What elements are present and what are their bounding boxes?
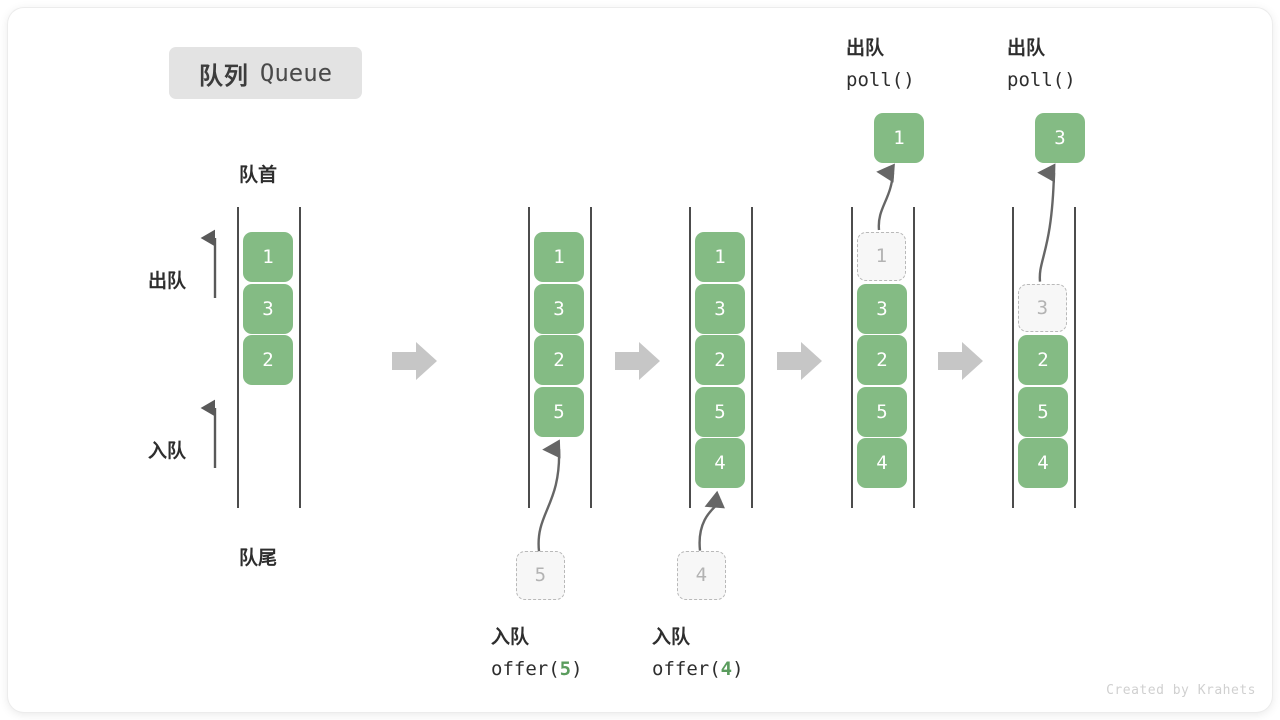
enqueue-direction-label: 入队 — [148, 441, 187, 462]
dequeue-direction-label: 出队 — [148, 271, 187, 292]
dequeue-direction-arrow — [200, 229, 217, 298]
step-transition-arrow — [777, 342, 822, 380]
diagram-title-badge: 队列 Queue — [169, 47, 362, 99]
enqueue-direction-arrow — [200, 399, 217, 468]
queue-tail-label: 队尾 — [239, 548, 278, 569]
step-transition-arrow — [938, 342, 983, 380]
diagram-title-cn: 队列 — [198, 62, 249, 90]
queue-head-label: 队首 — [239, 165, 278, 186]
step-transition-arrow — [615, 342, 660, 380]
diagram-title-en: Queue — [259, 59, 333, 87]
watermark: Created by Krahets — [1106, 683, 1256, 698]
step-transition-arrow — [392, 342, 437, 380]
